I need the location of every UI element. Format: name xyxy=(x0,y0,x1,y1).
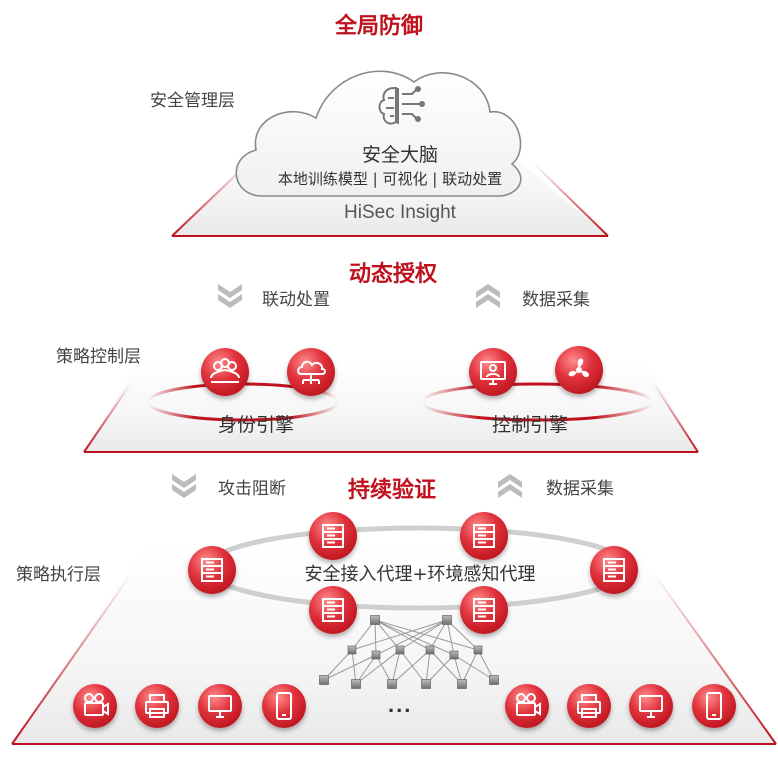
network-node xyxy=(347,645,357,655)
network-link xyxy=(429,649,463,685)
agent-server-icon xyxy=(460,512,508,560)
brain-icon xyxy=(378,86,425,125)
management-layer-label: 安全管理层 xyxy=(150,91,235,111)
network-link xyxy=(429,619,448,651)
network-node xyxy=(387,679,397,689)
data-collection-label-2: 数据采集 xyxy=(546,479,614,499)
fan-icon xyxy=(555,346,603,394)
camera-icon xyxy=(73,684,117,728)
chevron-down-icon xyxy=(218,284,242,308)
network-node xyxy=(395,645,405,655)
network-link xyxy=(391,649,401,685)
network-link xyxy=(374,619,431,651)
attack-block-label: 攻击阻断 xyxy=(218,479,286,499)
network-link xyxy=(446,619,455,656)
execution-layer-label: 策略执行层 xyxy=(16,565,101,585)
agent-server-icon xyxy=(309,586,357,634)
network-node xyxy=(351,679,361,689)
network-link xyxy=(351,649,357,685)
network-link xyxy=(323,654,377,681)
agent-server-icon xyxy=(460,586,508,634)
cloud-network-icon xyxy=(287,348,335,396)
network-node xyxy=(473,645,483,655)
identity-engine-label: 身份引擎 xyxy=(218,414,295,436)
network-link xyxy=(453,654,495,681)
network-link xyxy=(351,619,376,651)
top-title: 全局防御 xyxy=(335,14,424,39)
agent-server-icon xyxy=(309,512,357,560)
printer-icon xyxy=(567,684,611,728)
network-link xyxy=(375,654,393,685)
network-link xyxy=(425,654,455,685)
control-engine-label: 控制引擎 xyxy=(492,414,569,436)
network-node xyxy=(319,675,329,685)
chevron-down-icon xyxy=(172,474,196,498)
network-link xyxy=(399,619,448,651)
product-name: HiSec Insight xyxy=(344,202,456,223)
network-node xyxy=(370,615,380,625)
cloud-shape xyxy=(235,70,522,197)
linkage-disposal-label: 联动处置 xyxy=(262,290,330,310)
data-collection-label: 数据采集 xyxy=(522,290,590,310)
printer-icon xyxy=(135,684,179,728)
network-node xyxy=(449,650,459,660)
network-link xyxy=(461,649,479,685)
network-link xyxy=(355,649,401,685)
network-link xyxy=(374,619,479,651)
monitor-icon xyxy=(198,684,242,728)
network-node xyxy=(371,650,381,660)
continuous-verify-title: 持续验证 xyxy=(348,478,437,503)
network-link xyxy=(391,649,431,685)
network-node xyxy=(442,615,452,625)
identity-users-icon xyxy=(201,348,249,396)
phone-icon xyxy=(262,684,306,728)
ellipsis: ... xyxy=(388,692,413,717)
monitor-icon xyxy=(629,684,673,728)
control-tier xyxy=(83,360,699,453)
network-node xyxy=(457,679,467,689)
brain-title: 安全大脑 xyxy=(361,144,438,166)
brain-subtitle: 本地训练模型 | 可视化 | 联动处置 xyxy=(277,170,503,188)
chevron-up-icon xyxy=(476,284,500,308)
control-layer-label: 策略控制层 xyxy=(56,347,141,367)
chevron-up-icon xyxy=(498,474,522,498)
network-node xyxy=(489,675,499,685)
network-node xyxy=(425,645,435,655)
network-node xyxy=(421,679,431,689)
phone-icon xyxy=(692,684,736,728)
network-link xyxy=(351,619,448,651)
agent-label: 安全接入代理+环境感知代理 xyxy=(304,564,536,585)
network-link xyxy=(374,619,455,656)
network-link xyxy=(323,649,353,681)
camera-icon xyxy=(505,684,549,728)
network-topology xyxy=(319,615,499,689)
network-link xyxy=(399,649,427,685)
network-link xyxy=(477,649,495,681)
network-link xyxy=(453,654,463,685)
network-link xyxy=(425,649,431,685)
network-link xyxy=(375,619,448,656)
dynamic-auth-title: 动态授权 xyxy=(349,262,438,287)
network-link xyxy=(374,619,377,656)
network-link xyxy=(355,654,377,685)
monitor-user-icon xyxy=(469,348,517,396)
agent-server-icon xyxy=(188,546,236,594)
control-engine-ring xyxy=(420,382,654,422)
network-link xyxy=(446,619,479,651)
agent-server-icon xyxy=(590,546,638,594)
